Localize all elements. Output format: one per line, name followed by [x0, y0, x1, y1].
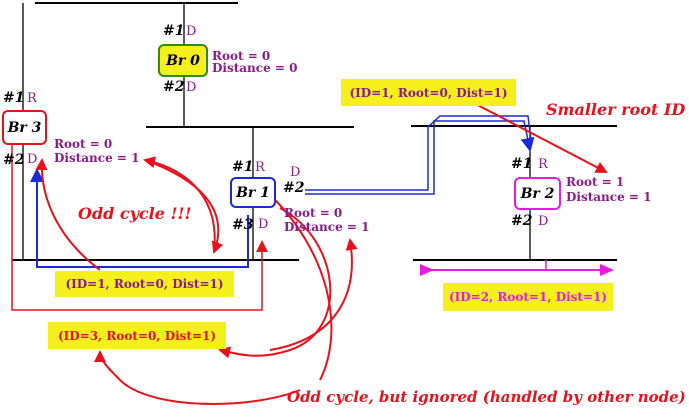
br1-port1-label: #1 [232, 159, 254, 175]
bridge-br0: Br 0 [158, 44, 208, 77]
br1-root: Root = 0 [284, 206, 343, 220]
br0-port2-flag: D [186, 80, 197, 95]
br2-port2-flag: D [538, 214, 549, 229]
message-id1-bottom: (ID=1, Root=0, Dist=1) [55, 271, 234, 297]
blue-path-br1-to-br3 [30, 168, 249, 268]
br3-port1-flag: R [27, 91, 37, 106]
annotation-smaller-root: Smaller root ID [546, 100, 686, 119]
annotation-odd-cycle-ignored: Odd cycle, but ignored (handled by other… [287, 388, 686, 406]
br1-port2-label: #2 [283, 180, 305, 196]
annotation-odd-cycle: Odd cycle !!! [78, 204, 192, 223]
odd-cycle-curve-a [35, 158, 101, 271]
odd-cycle-curve-c [143, 156, 216, 253]
br3-root: Root = 0 [54, 137, 113, 151]
bridge-br2: Br 2 [514, 177, 561, 210]
br1-port2-flag: D [290, 165, 301, 180]
br2-port1-flag: R [538, 157, 548, 172]
br1-distance: Distance = 1 [284, 220, 370, 234]
br0-root: Root = 0 [212, 49, 271, 63]
br0-port2-label: #2 [163, 79, 185, 95]
br1-port1-flag: R [255, 160, 265, 175]
br1-port3-label: #3 [232, 217, 254, 233]
ignored-cycle-curve-d [263, 188, 333, 381]
br2-root: Root = 1 [566, 175, 625, 189]
br3-distance: Distance = 1 [54, 151, 140, 165]
red-path-br3-to-br1 [11, 145, 268, 311]
br3-port2-flag: D [27, 152, 38, 167]
br1-port3-flag: D [258, 217, 269, 232]
br3-port1-label: #1 [3, 90, 25, 106]
bridge-br1: Br 1 [230, 177, 276, 208]
bridge-br3: Br 3 [2, 110, 47, 145]
message-id3: (ID=3, Root=0, Dist=1) [48, 322, 226, 349]
ignored-cycle-curve-b [269, 238, 358, 351]
message-id1-top: (ID=1, Root=0, Dist=1) [341, 79, 516, 106]
br2-port2-label: #2 [511, 213, 533, 229]
br2-port1-label: #1 [511, 156, 533, 172]
br0-port1-label: #1 [163, 23, 185, 39]
br3-port2-label: #2 [3, 152, 25, 168]
blue-path-br1-to-br2-inner [305, 120, 535, 195]
br2-distance: Distance = 1 [566, 190, 652, 204]
message-id2: (ID=2, Root=1, Dist=1) [443, 283, 613, 311]
odd-cycle-curve-b [144, 159, 224, 254]
br0-port1-flag: D [186, 24, 197, 39]
br0-distance: Distance = 0 [212, 61, 298, 75]
ignored-cycle-curve-c [94, 350, 301, 405]
ignored-cycle-curve-a [218, 207, 332, 359]
